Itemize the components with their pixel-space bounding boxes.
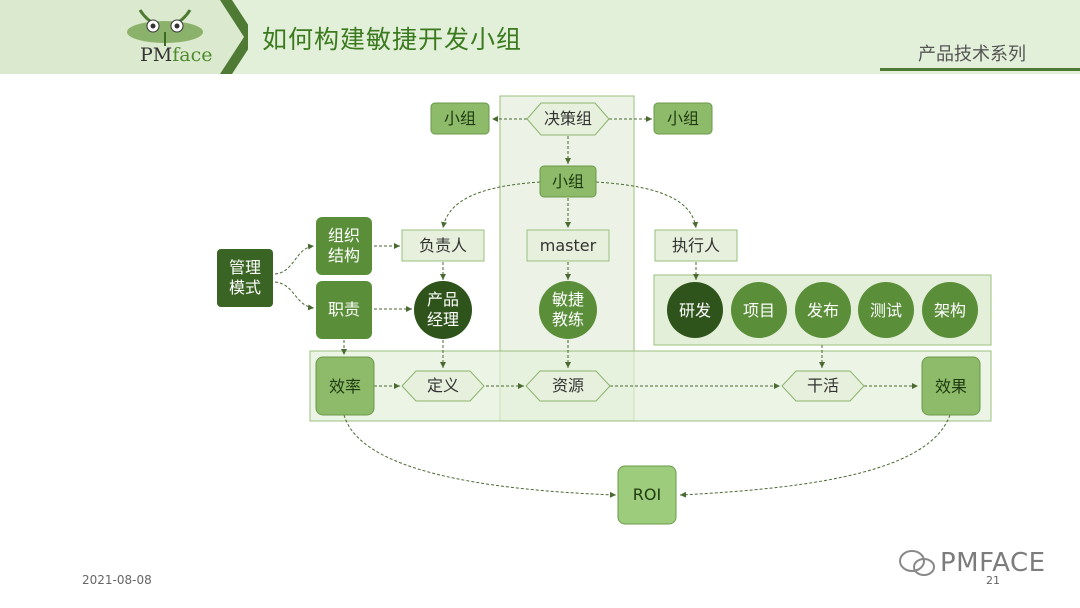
efficiency-box bbox=[315, 356, 375, 416]
master-label: master bbox=[540, 236, 597, 255]
exec-role-circles: 研发 项目 发布 测试 架构 bbox=[667, 282, 978, 338]
series-underline bbox=[880, 68, 1080, 71]
pm-line2: 经理 bbox=[427, 310, 459, 329]
owner-box bbox=[401, 229, 485, 262]
executor-box bbox=[654, 229, 738, 262]
mgmt-mode-label: 管理模式 bbox=[229, 258, 261, 297]
decision-group-hex bbox=[526, 102, 610, 136]
owner-label: 负责人 bbox=[419, 236, 467, 255]
exec-circle-3 bbox=[795, 282, 851, 338]
roi-label: ROI bbox=[633, 485, 661, 504]
pmface-logo-icon bbox=[127, 9, 203, 46]
page-number: 21 bbox=[986, 574, 1000, 587]
connectors bbox=[274, 116, 951, 498]
mgmt-mode-line1: 管理 bbox=[229, 258, 261, 277]
resource-hex bbox=[525, 370, 611, 402]
header-band bbox=[0, 0, 248, 74]
mgmt-mode-line2: 模式 bbox=[229, 278, 261, 297]
exec-circle-5 bbox=[922, 282, 978, 338]
result-label: 效果 bbox=[935, 377, 967, 396]
org-structure-label: 组织结构 bbox=[328, 226, 360, 265]
top-right-group-label: 小组 bbox=[667, 109, 699, 128]
duty-box bbox=[316, 281, 372, 339]
efficiency-label: 效率 bbox=[329, 377, 361, 396]
org-line1: 组织 bbox=[328, 226, 360, 245]
exec-circle-label-2: 项目 bbox=[743, 301, 775, 320]
agile-coach-label: 敏捷教练 bbox=[552, 290, 584, 329]
exec-circle-label-5: 架构 bbox=[934, 301, 966, 320]
master-box bbox=[526, 229, 610, 262]
product-manager-label: 产品经理 bbox=[427, 290, 459, 329]
executor-label: 执行人 bbox=[672, 236, 720, 255]
wechat-icon bbox=[899, 550, 935, 576]
exec-circle-4 bbox=[858, 282, 914, 338]
org-line2: 结构 bbox=[328, 246, 360, 265]
exec-circle-label-3: 发布 bbox=[807, 301, 839, 320]
coach-line2: 教练 bbox=[552, 310, 584, 329]
series-label: 产品技术系列 bbox=[918, 44, 1026, 65]
footer-date: 2021-08-08 bbox=[82, 573, 152, 587]
top-right-group-box bbox=[653, 102, 713, 135]
watermark-text: PMFACE bbox=[940, 548, 1046, 578]
work-label: 干活 bbox=[807, 376, 839, 395]
roi-box bbox=[617, 465, 677, 525]
exec-circle-2 bbox=[731, 282, 787, 338]
define-label: 定义 bbox=[427, 376, 459, 395]
duty-label: 职责 bbox=[328, 300, 360, 319]
exec-circle-label-1: 研发 bbox=[679, 301, 711, 320]
product-manager-circle bbox=[414, 281, 472, 339]
pm-line1: 产品 bbox=[427, 290, 459, 309]
exec-circle-label-4: 测试 bbox=[870, 301, 902, 320]
coach-line1: 敏捷 bbox=[552, 290, 584, 309]
define-hex bbox=[401, 370, 485, 402]
org-structure-box bbox=[316, 217, 372, 275]
mgmt-mode-box bbox=[217, 249, 273, 307]
logo-text: PMface bbox=[140, 44, 213, 66]
top-left-group-label: 小组 bbox=[444, 109, 476, 128]
top-left-group-box bbox=[430, 102, 490, 135]
result-box bbox=[921, 356, 981, 416]
page-title: 如何构建敏捷开发小组 bbox=[262, 25, 523, 54]
hub-group-box bbox=[539, 165, 597, 198]
agile-coach-circle bbox=[539, 281, 597, 339]
resource-label: 资源 bbox=[552, 376, 584, 395]
hub-group-label: 小组 bbox=[552, 172, 584, 191]
exec-circle-1 bbox=[667, 282, 723, 338]
work-hex bbox=[781, 370, 865, 402]
decision-group-label: 决策组 bbox=[544, 109, 592, 128]
